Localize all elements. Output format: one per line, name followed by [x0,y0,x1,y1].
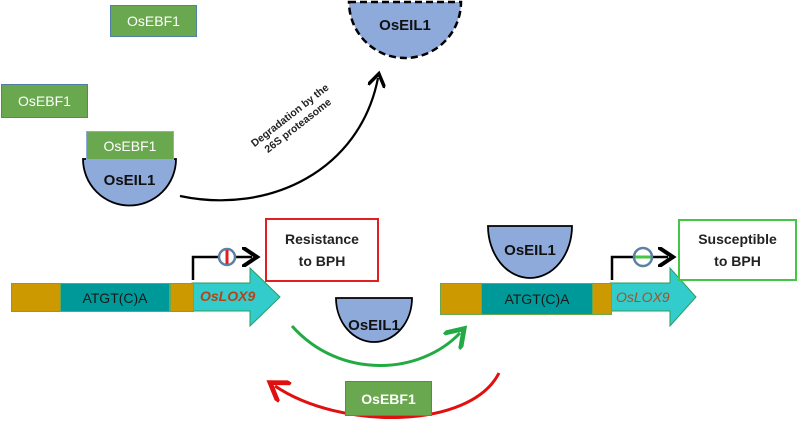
complex-osebf1-box: OsEBF1 [86,131,174,160]
outcome-line: Resistance [285,231,359,247]
degradation-label: Degradation by the 26S proteasome [249,82,334,156]
free-osebf1-box: OsEBF1 [110,5,197,37]
left-ochre-segment [11,283,61,312]
outcome-line: to BPH [298,253,346,269]
left-motif-segment: ATGT(C)A [60,283,170,312]
bound-oseil1-label: OsEIL1 [504,242,556,259]
middle-oseil1-label: OsEIL1 [348,317,400,334]
middle-oseil1-shape [335,297,413,343]
degraded-oseil1-label: OsEIL1 [379,17,431,34]
outcome-line: to BPH [714,253,761,269]
right-activator-icon [632,246,654,268]
bound-oseil1-shape [487,225,573,279]
right-ochre-segment [592,283,612,315]
outcome-line: Susceptible [698,231,777,247]
middle-osebf1-box: OsEBF1 [345,381,432,416]
free-osebf1-box: OsEBF1 [1,84,88,118]
release-arrow-red [275,372,501,420]
right-gene-arrow-shape [609,266,697,328]
left-ochre-segment [170,283,194,312]
left-gene-label: OsLOX9 [200,288,256,304]
right-motif-segment: ATGT(C)A [481,283,593,315]
resistance-outcome-box: Resistance to BPH [265,218,379,282]
complex-oseil1-label: OsEIL1 [103,172,156,189]
binding-arrow-green [290,325,460,367]
right-tss-arrow [610,257,668,280]
left-gene-arrow-shape [191,266,281,328]
right-ochre-segment [440,283,482,315]
degraded-oseil1-shape [347,0,463,60]
degradation-arrow [179,78,378,202]
complex-oseil1-shape [82,158,177,207]
susceptible-outcome-box: Susceptible to BPH [678,219,797,281]
right-gene-label: OsLOX9 [616,289,670,305]
